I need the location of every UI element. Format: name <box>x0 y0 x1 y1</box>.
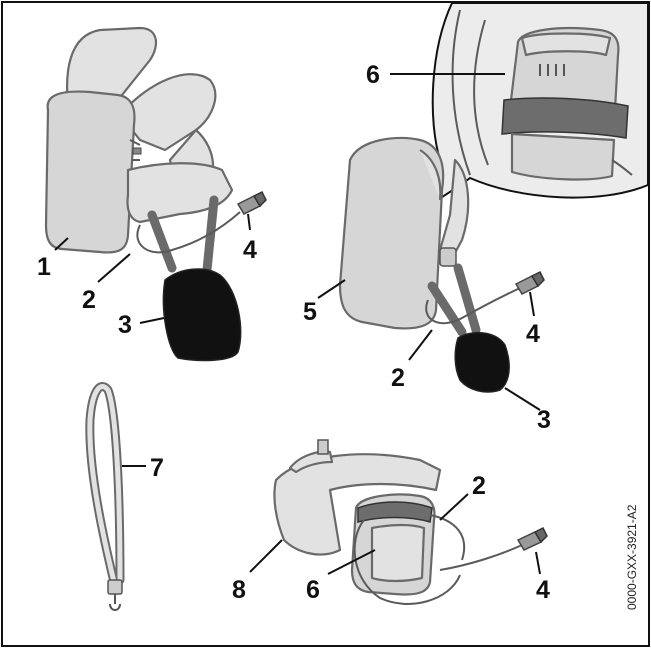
callout-7: 7 <box>150 454 164 482</box>
callout-2-top-left: 2 <box>82 286 96 314</box>
bag-3-top-right <box>454 331 510 393</box>
shoulder-strap-7: 7 <box>85 382 164 611</box>
callout-2-bottom: 2 <box>472 472 486 500</box>
back-pad-1 <box>44 90 136 254</box>
belt-8 <box>273 453 442 556</box>
callout-4-bottom: 4 <box>536 576 550 604</box>
harness-assembly-top-left: 1 2 3 4 <box>37 26 267 362</box>
belt-pouch-assembly: 2 8 6 4 <box>232 439 550 605</box>
backpack-assembly-top-right: 6 5 2 4 3 <box>303 2 649 434</box>
callout-6-top-right: 6 <box>366 61 380 89</box>
backpack-5 <box>338 136 445 330</box>
callout-2-top-right: 2 <box>391 364 405 392</box>
callout-4-top-left: 4 <box>243 236 257 264</box>
drawing-code: 0000-GXX-3921-A2 <box>625 504 639 610</box>
callout-6-bottom: 6 <box>306 576 320 604</box>
bag-3-top-left <box>162 268 242 362</box>
callout-1: 1 <box>37 253 51 281</box>
callout-5: 5 <box>303 298 317 326</box>
callout-3-top-left: 3 <box>118 311 132 339</box>
callout-8: 8 <box>232 576 246 604</box>
callout-4-top-right: 4 <box>526 320 540 348</box>
callout-3-top-right: 3 <box>537 406 551 434</box>
